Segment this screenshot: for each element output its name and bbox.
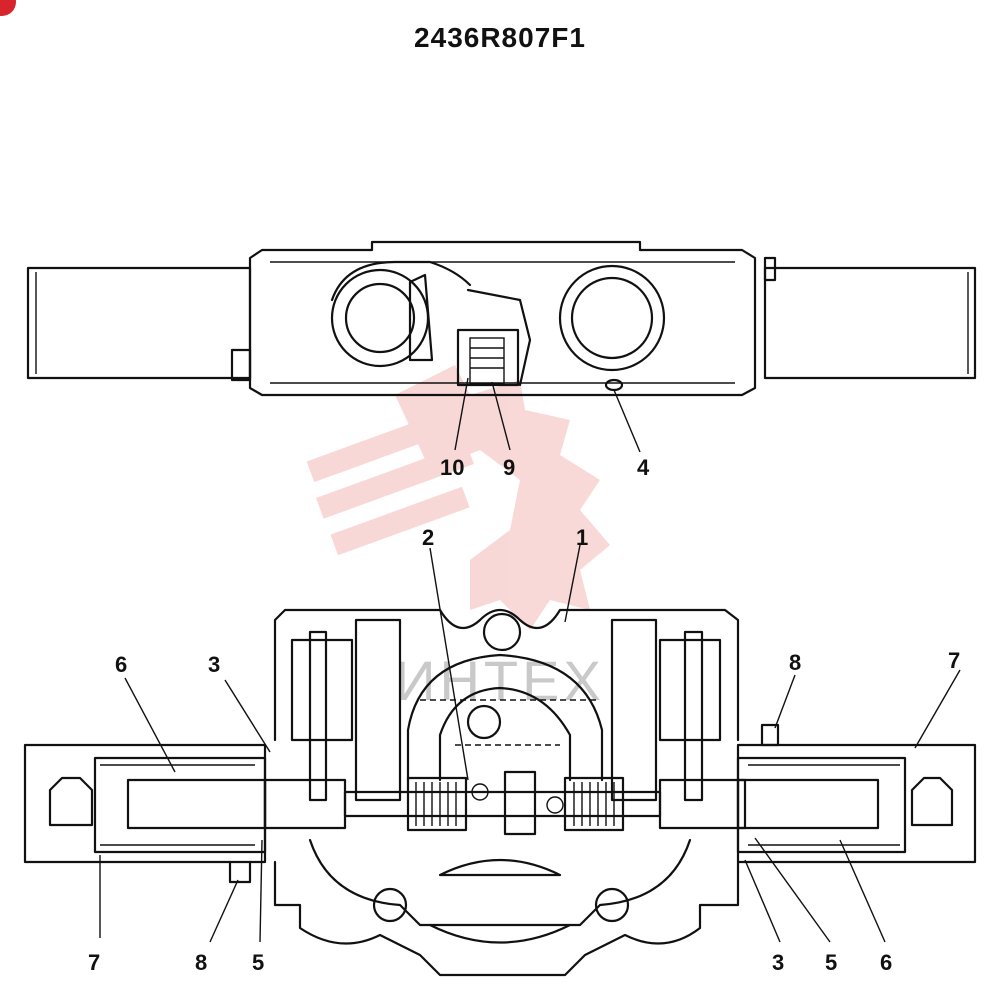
watermark-logo-icon bbox=[306, 365, 610, 630]
callout-5-left: 5 bbox=[252, 950, 264, 975]
callout-6-left: 6 bbox=[115, 652, 127, 677]
top-view bbox=[26, 240, 977, 453]
callout-7-left: 7 bbox=[88, 950, 100, 975]
callout-6-right: 6 bbox=[880, 950, 892, 975]
callout-3-right: 3 bbox=[772, 950, 784, 975]
drawing-number-title: 2436R807F1 bbox=[414, 22, 586, 53]
callout-1: 1 bbox=[576, 525, 588, 550]
callout-10: 10 bbox=[440, 455, 464, 480]
callout-3-left: 3 bbox=[208, 652, 220, 677]
watermark-text: ИНТЕХ bbox=[395, 649, 605, 712]
callout-7-right: 7 bbox=[948, 648, 960, 673]
section-view bbox=[23, 544, 977, 977]
callout-8-left: 8 bbox=[195, 950, 207, 975]
callout-8-right: 8 bbox=[789, 650, 801, 675]
callout-5-right: 5 bbox=[825, 950, 837, 975]
callout-2: 2 bbox=[422, 525, 434, 550]
callout-4: 4 bbox=[637, 455, 650, 480]
callout-9: 9 bbox=[503, 455, 515, 480]
